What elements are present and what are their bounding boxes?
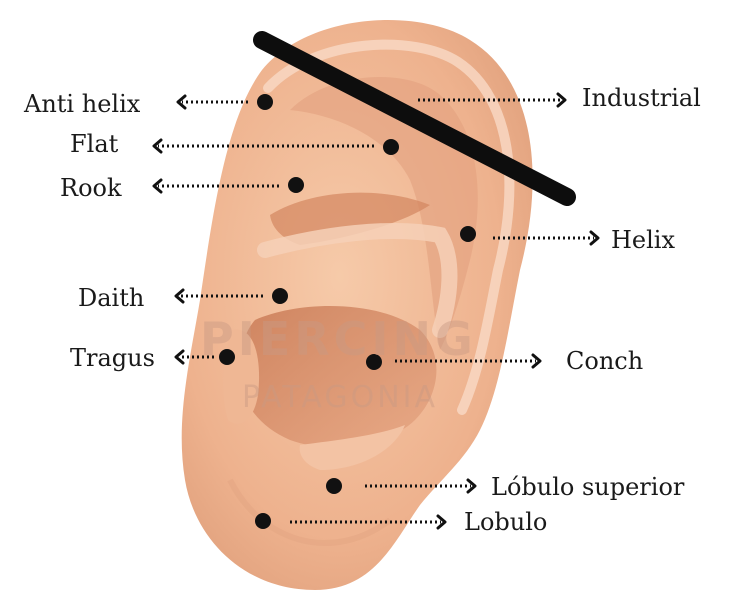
label-helix: Helix (611, 226, 676, 254)
antihelix-ridge (257, 222, 458, 338)
watermark-line1: PIERCING (200, 312, 477, 366)
piercing-dot-tragus (219, 349, 235, 365)
industrial-bar (253, 31, 576, 206)
concha-bowl (239, 306, 437, 448)
piercing-dot-conch (366, 354, 382, 370)
piercing-dot-rook (288, 177, 304, 193)
helix-rim (263, 39, 515, 415)
arrowhead-anti-helix (176, 94, 187, 110)
lobe-shade (227, 478, 392, 546)
arrowhead-helix (589, 230, 600, 246)
antitragus-shape (299, 425, 405, 470)
arrowhead-lobulo (436, 514, 447, 530)
arrowhead-lobulo-superior (466, 478, 477, 494)
label-lobulo: Lobulo (464, 508, 548, 536)
piercing-dot-flat (383, 139, 399, 155)
piercing-dot-helix (460, 226, 476, 242)
arrowhead-daith (174, 288, 185, 304)
watermark-line2: PATAGONIA (242, 380, 439, 415)
label-flat: Flat (70, 130, 119, 158)
scapha-shadow (290, 76, 478, 350)
label-daith: Daith (78, 284, 145, 312)
piercing-dot-daith (272, 288, 288, 304)
label-rook: Rook (60, 174, 122, 202)
label-anti-helix: Anti helix (24, 90, 141, 118)
arrowhead-flat (152, 138, 163, 154)
arrowhead-conch (531, 353, 542, 369)
arrowhead-tragus (174, 349, 185, 365)
arrowhead-rook (152, 178, 163, 194)
label-conch: Conch (566, 347, 644, 375)
piercing-dot-lobulo-superior (326, 478, 342, 494)
piercing-dot-anti-helix (257, 94, 273, 110)
label-industrial: Industrial (582, 84, 701, 112)
label-tragus: Tragus (70, 344, 155, 372)
piercing-dot-lobulo (255, 513, 271, 529)
label-lobulo-superior: Lóbulo superior (491, 473, 685, 501)
arrowhead-industrial (556, 92, 567, 108)
